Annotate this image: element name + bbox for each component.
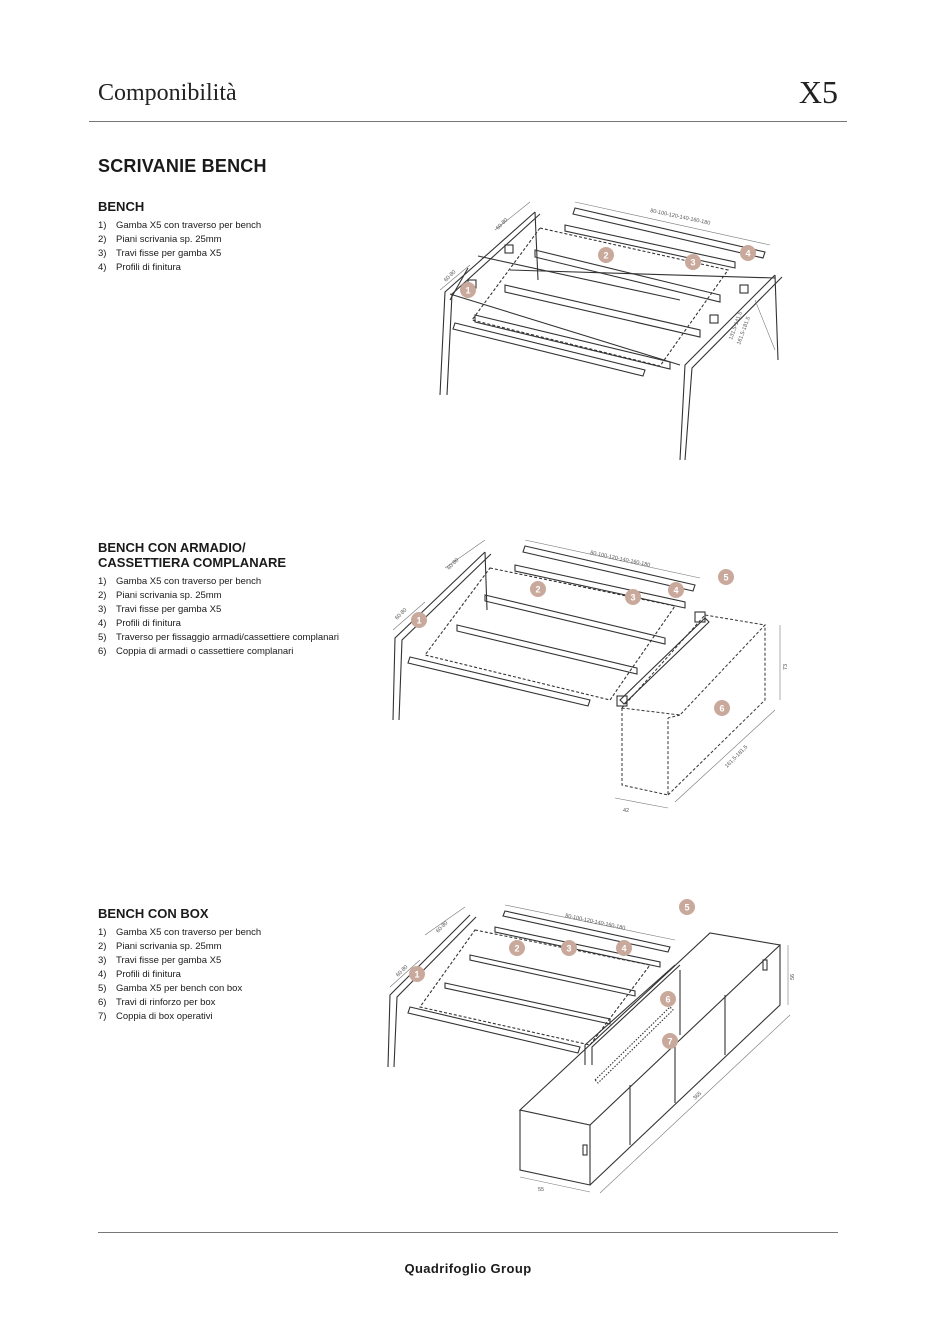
bench-title: BENCH	[98, 199, 145, 214]
bench-armadio-legend: BENCH CON ARMADIO/CASSETTIERA COMPLANARE…	[98, 540, 358, 660]
list-item: 1)Gamba X5 con traverso per bench	[98, 220, 262, 231]
svg-text:2: 2	[514, 944, 519, 954]
bench-exploded-drawing: 80-100-120-140-160-180 60-80 60-80 131,5…	[439, 201, 783, 461]
dim-cabinet-depth: 42	[623, 808, 629, 814]
badge-6: 6	[660, 991, 676, 1007]
page-header-title: Componibilità	[98, 80, 237, 106]
list-item: 4)Profili di finitura	[98, 969, 181, 980]
badge-3: 3	[625, 589, 641, 605]
badge-5: 5	[679, 899, 695, 915]
badge-3: 3	[561, 940, 577, 956]
list-item: 6)Travi di rinforzo per box	[98, 997, 216, 1008]
dim-height: 73	[783, 664, 789, 670]
badge-1: 1	[460, 282, 476, 298]
dim-box-depth: 55	[538, 1187, 544, 1193]
list-item: 4)Profili di finitura	[98, 618, 181, 629]
section-title: SCRIVANIE BENCH	[98, 156, 267, 176]
badge-2: 2	[509, 940, 525, 956]
badge-1: 1	[411, 612, 427, 628]
list-item: 4)Profili di finitura	[98, 262, 181, 273]
bench-list: 1)Gamba X5 con traverso per bench 2)Pian…	[98, 220, 358, 273]
dim-depth-top: 60-80	[446, 557, 460, 571]
bench-box-title: BENCH CON BOX	[98, 906, 209, 921]
dim-width: 80-100-120-140-160-180	[565, 913, 626, 932]
list-item: 1)Gamba X5 con traverso per bench	[98, 927, 262, 938]
product-code: X5	[798, 74, 838, 110]
svg-text:6: 6	[665, 995, 670, 1005]
badge-6: 6	[714, 700, 730, 716]
dim-depth-top: 60-80	[435, 920, 449, 934]
badge-2: 2	[530, 581, 546, 597]
badge-5: 5	[718, 569, 734, 585]
list-item: 2)Piani scrivania sp. 25mm	[98, 941, 222, 952]
badge-7: 7	[662, 1033, 678, 1049]
badge-4: 4	[616, 940, 632, 956]
bench-legend: BENCH 1)Gamba X5 con traverso per bench …	[98, 199, 358, 276]
svg-text:5: 5	[684, 903, 689, 913]
badge-2: 2	[598, 247, 614, 263]
list-item: 5)Gamba X5 per bench con box	[98, 983, 243, 994]
bench-armadio-exploded-drawing: 80-100-120-140-160-180 60-80 60-80 73 16…	[392, 540, 789, 814]
dim-width: 80-100-120-140-160-180	[650, 208, 711, 227]
svg-text:2: 2	[603, 251, 608, 261]
svg-text:1: 1	[465, 286, 470, 296]
list-item: 6)Coppia di armadi o cassettiere complan…	[98, 646, 294, 657]
svg-text:2: 2	[535, 585, 540, 595]
bench-box-list: 1)Gamba X5 con traverso per bench 2)Pian…	[98, 927, 358, 1022]
list-item: 3)Travi fisse per gamba X5	[98, 604, 222, 615]
list-item: 1)Gamba X5 con traverso per bench	[98, 576, 262, 587]
bench-armadio-list: 1)Gamba X5 con traverso per bench 2)Pian…	[98, 576, 358, 657]
dim-height: 56	[790, 974, 796, 980]
svg-text:4: 4	[621, 944, 626, 954]
badge-4: 4	[740, 245, 756, 261]
dim-length: 365	[692, 1091, 703, 1102]
badge-3: 3	[685, 254, 701, 270]
list-item: 3)Travi fisse per gamba X5	[98, 248, 222, 259]
list-item: 3)Travi fisse per gamba X5	[98, 955, 222, 966]
dim-length: 161,5-181,5	[724, 744, 749, 769]
list-item: 2)Piani scrivania sp. 25mm	[98, 590, 222, 601]
svg-text:1: 1	[416, 616, 421, 626]
dim-depth-left: 60-80	[394, 607, 408, 621]
list-item: 2)Piani scrivania sp. 25mm	[98, 234, 222, 245]
badge-1: 1	[409, 966, 425, 982]
svg-text:7: 7	[667, 1037, 672, 1047]
svg-text:6: 6	[719, 704, 724, 714]
svg-text:4: 4	[673, 586, 678, 596]
list-item: 5)Traverso per fissaggio armadi/cassetti…	[98, 632, 339, 643]
badge-4: 4	[668, 582, 684, 598]
dim-depth-top: 60-80	[495, 217, 509, 231]
footer-divider	[98, 1232, 838, 1233]
list-item: 7)Coppia di box operativi	[98, 1011, 213, 1022]
brand-logo: Quadrifoglio Group	[404, 1261, 532, 1276]
svg-text:3: 3	[566, 944, 571, 954]
svg-text:4: 4	[745, 249, 750, 259]
bench-box-legend: BENCH CON BOX 1)Gamba X5 con traverso pe…	[98, 906, 358, 1025]
bench-box-exploded-drawing: 80-100-120-140-160-180 60-80 60-80 56 36…	[387, 899, 796, 1194]
header-divider	[89, 121, 847, 122]
svg-text:1: 1	[414, 970, 419, 980]
svg-text:3: 3	[690, 258, 695, 268]
bench-armadio-title: BENCH CON ARMADIO/CASSETTIERA COMPLANARE	[98, 540, 287, 570]
svg-text:3: 3	[630, 593, 635, 603]
dim-width: 80-100-120-140-160-180	[590, 550, 651, 569]
svg-text:5: 5	[723, 573, 728, 583]
